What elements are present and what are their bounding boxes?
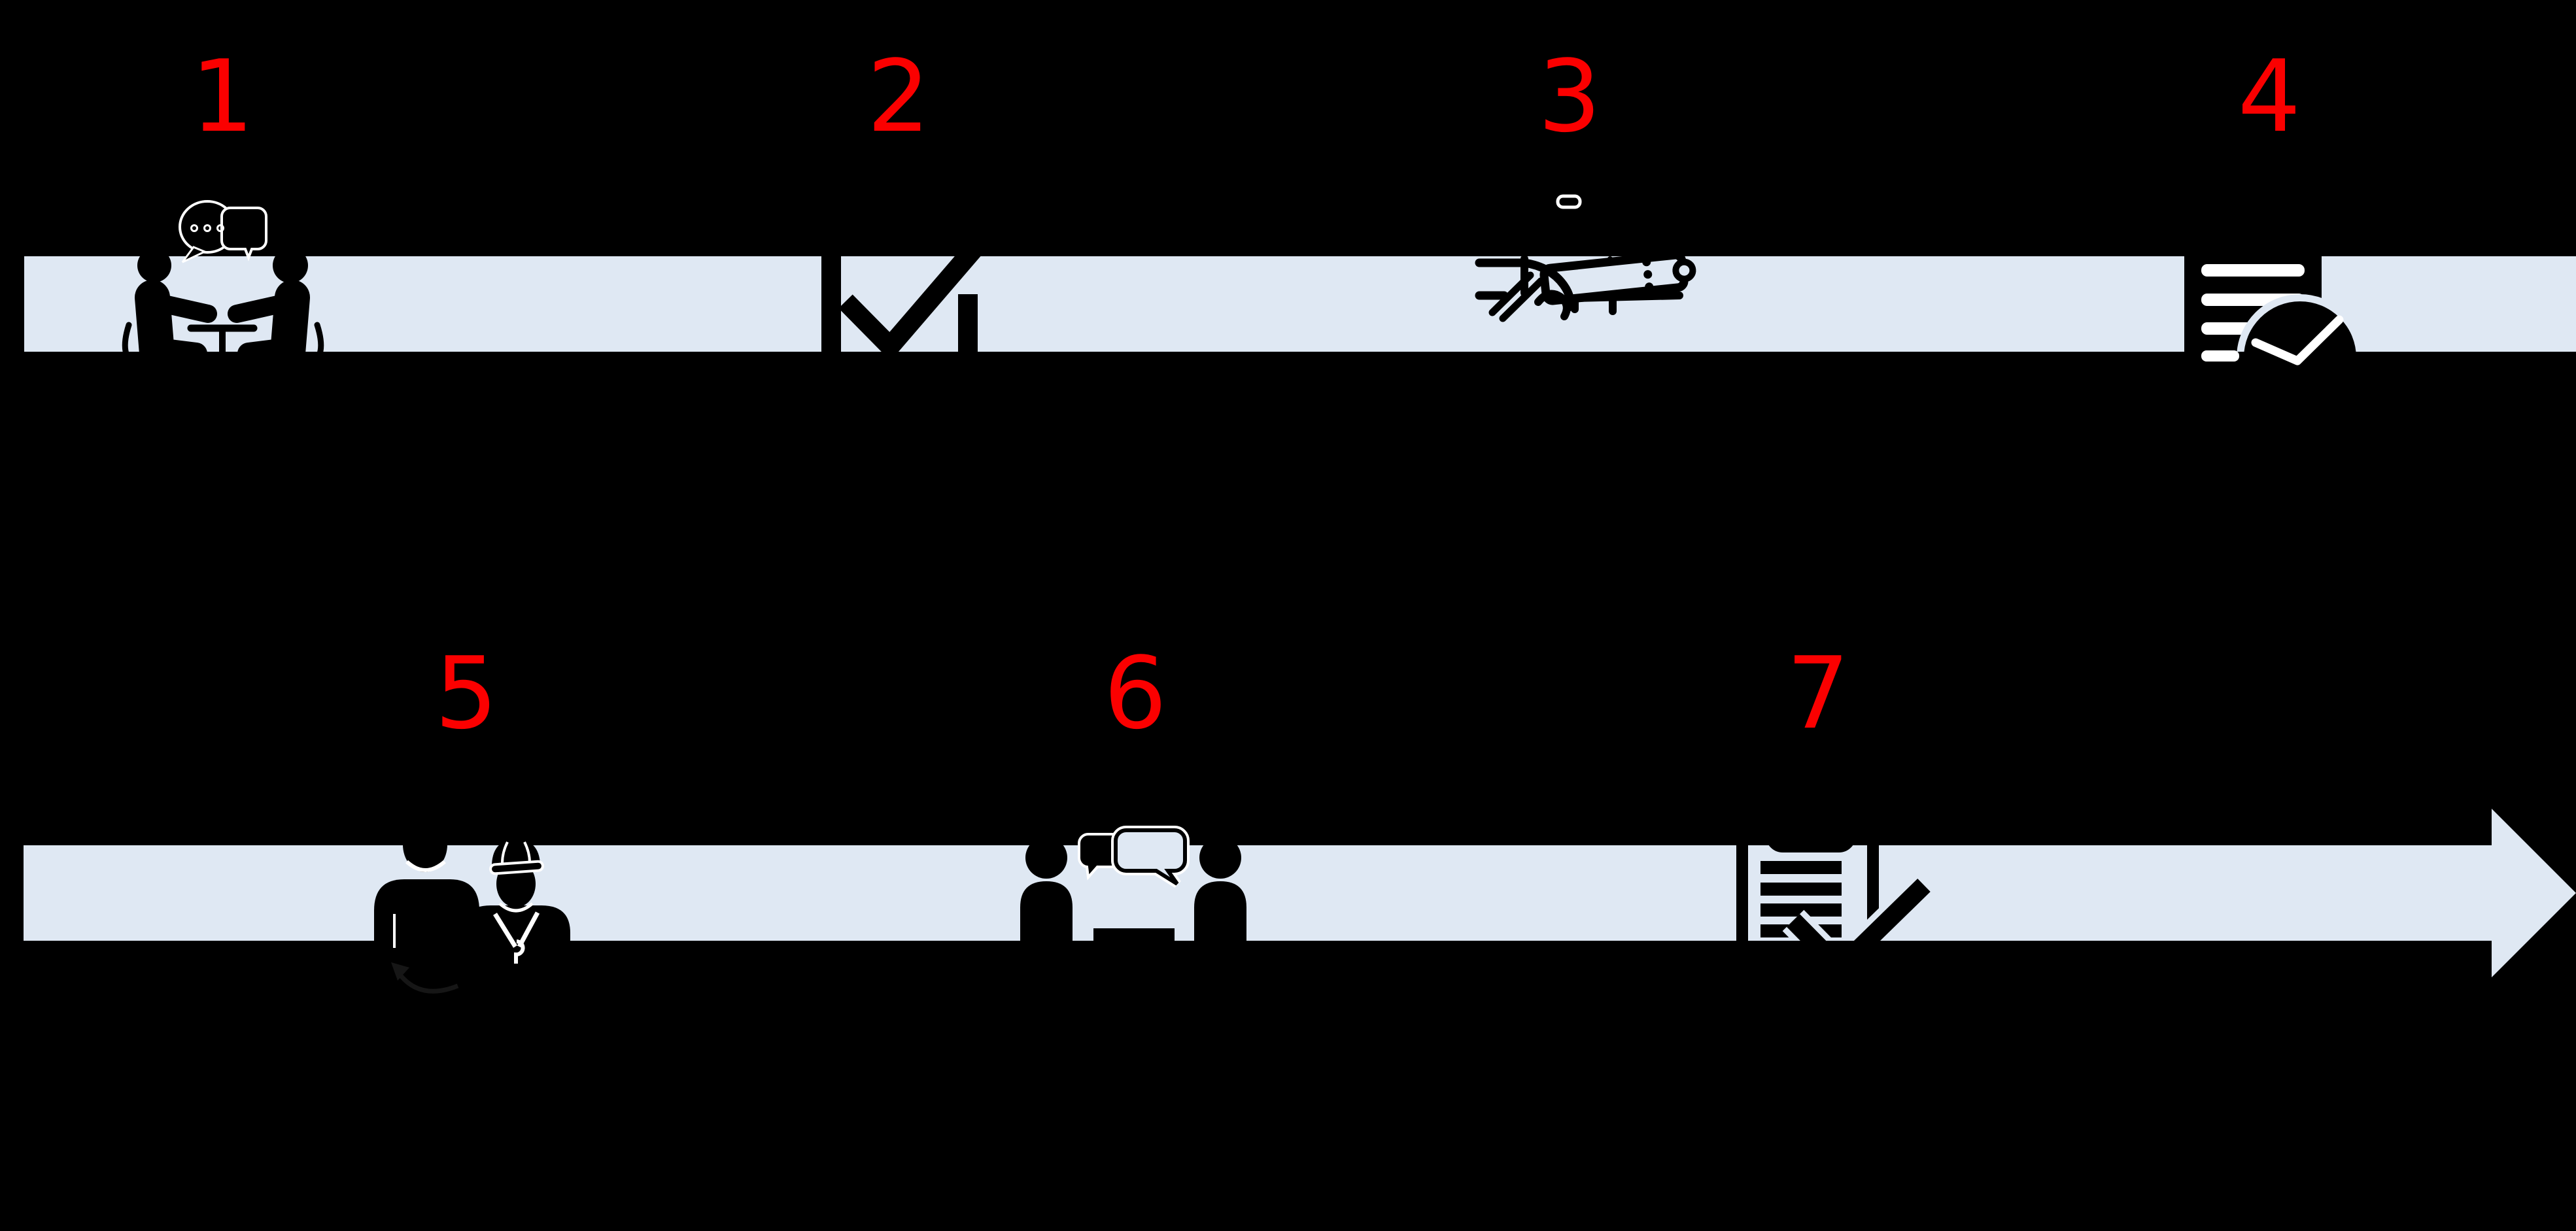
clipboard-check-icon	[1736, 791, 1935, 1003]
step-number-2: 2	[867, 39, 931, 154]
step-number-6: 6	[1103, 635, 1167, 751]
step-number-7: 7	[1786, 635, 1850, 751]
step-number-5: 5	[434, 635, 498, 751]
hand-payment-icon	[1475, 194, 1696, 322]
customer-mechanic-icon	[374, 817, 570, 994]
step-number-3: 3	[1537, 39, 1602, 154]
checkbox-icon	[821, 229, 990, 388]
timeline-arrowhead-icon	[2492, 809, 2576, 977]
timeline-bar-row1	[24, 256, 2576, 352]
step-number-4: 4	[2237, 39, 2301, 154]
step-number-1: 1	[190, 39, 254, 154]
discussion-table-icon	[122, 200, 324, 396]
conversation-icon	[1020, 826, 1246, 960]
document-approved-icon	[2184, 248, 2363, 414]
